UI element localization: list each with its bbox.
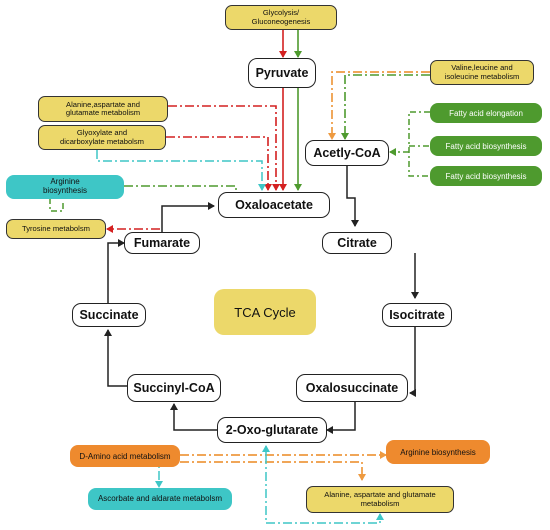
- oxalosuccinate-node: Oxalosuccinate: [296, 374, 408, 402]
- arginine-biosynthesis-right-box: Arginine biosynthesis: [386, 440, 490, 464]
- edge-alanine-oxaloacetate: [168, 105, 280, 191]
- succinate-node: Succinate: [72, 303, 146, 327]
- edge-oxaloacetate-entry: [161, 202, 215, 233]
- edge-valine-acetylcoa-orange: [328, 71, 430, 140]
- fatty-acid-elongation-box: Fatty acid elongation: [430, 103, 542, 123]
- alanine-top-box: Alanine,aspartate and glutamate metaboli…: [38, 96, 168, 122]
- edge-succinylcoa-succinate: [104, 329, 127, 387]
- oxaloacetate-node: Oxaloacetate: [218, 192, 330, 218]
- ascorbate-box: Ascorbate and aldarate metabolsm: [88, 488, 232, 510]
- fatty-acid-biosynthesis-box-1: Fatty acid biosynthesis: [430, 136, 542, 156]
- edge-glyoxylate-oxaloacetate: [166, 136, 272, 191]
- valine-box: Valine,leucine and isoleucine metabolism: [430, 60, 534, 85]
- edge-arginine-oxaloacetate: [124, 185, 237, 190]
- oxo-glutarate-node: 2-Oxo-glutarate: [217, 417, 327, 443]
- edge-oxoglutarate-alanine-cyan: [265, 455, 384, 524]
- glycolysis-box: Glycolysis/ Gluconeogenesis: [225, 5, 337, 30]
- citrate-node: Citrate: [322, 232, 392, 254]
- alanine-bottom-box: Alanine, aspartate and glutamate metabol…: [306, 486, 454, 513]
- fumarate-node: Fumarate: [124, 232, 200, 254]
- pyruvate-node: Pyruvate: [248, 58, 316, 88]
- arginine-biosynthesis-left-box: Arginine biosynthesis: [6, 175, 124, 199]
- edge-glyoxylate-cyan: [96, 150, 266, 191]
- edge-valine-acetylcoa-green: [341, 74, 430, 140]
- edge-oxalosuccinate-oxoglutarate: [326, 402, 356, 434]
- fatty-acid-biosynthesis-box-2: Fatty acid biosynthesis: [430, 166, 542, 186]
- tyrosine-box: Tyrosine metabolsm: [6, 219, 106, 239]
- edge-isocitrate-oxalosuccinate: [409, 325, 416, 397]
- edge-acetylcoa-citrate: [346, 163, 359, 227]
- acetyl-coa-node: Acetly-CoA: [305, 140, 389, 166]
- edge-oxoglutarate-succinylcoa: [170, 403, 217, 431]
- glyoxylate-box: Glyoxylate and dicarboxylate metabolsm: [38, 125, 166, 150]
- edge-arginine-tyrosine: [49, 198, 64, 212]
- isocitrate-node: Isocitrate: [382, 303, 452, 327]
- edge-damino-alanine: [180, 461, 366, 481]
- d-amino-acid-box: D-Amino acid metabolism: [70, 445, 180, 467]
- succinyl-coa-node: Succinyl-CoA: [127, 374, 221, 402]
- edge-succinate-fumarate: [107, 239, 125, 303]
- edge-fatty-acids-acetylcoa: [390, 111, 430, 177]
- tca-cycle-label: TCA Cycle: [214, 289, 316, 335]
